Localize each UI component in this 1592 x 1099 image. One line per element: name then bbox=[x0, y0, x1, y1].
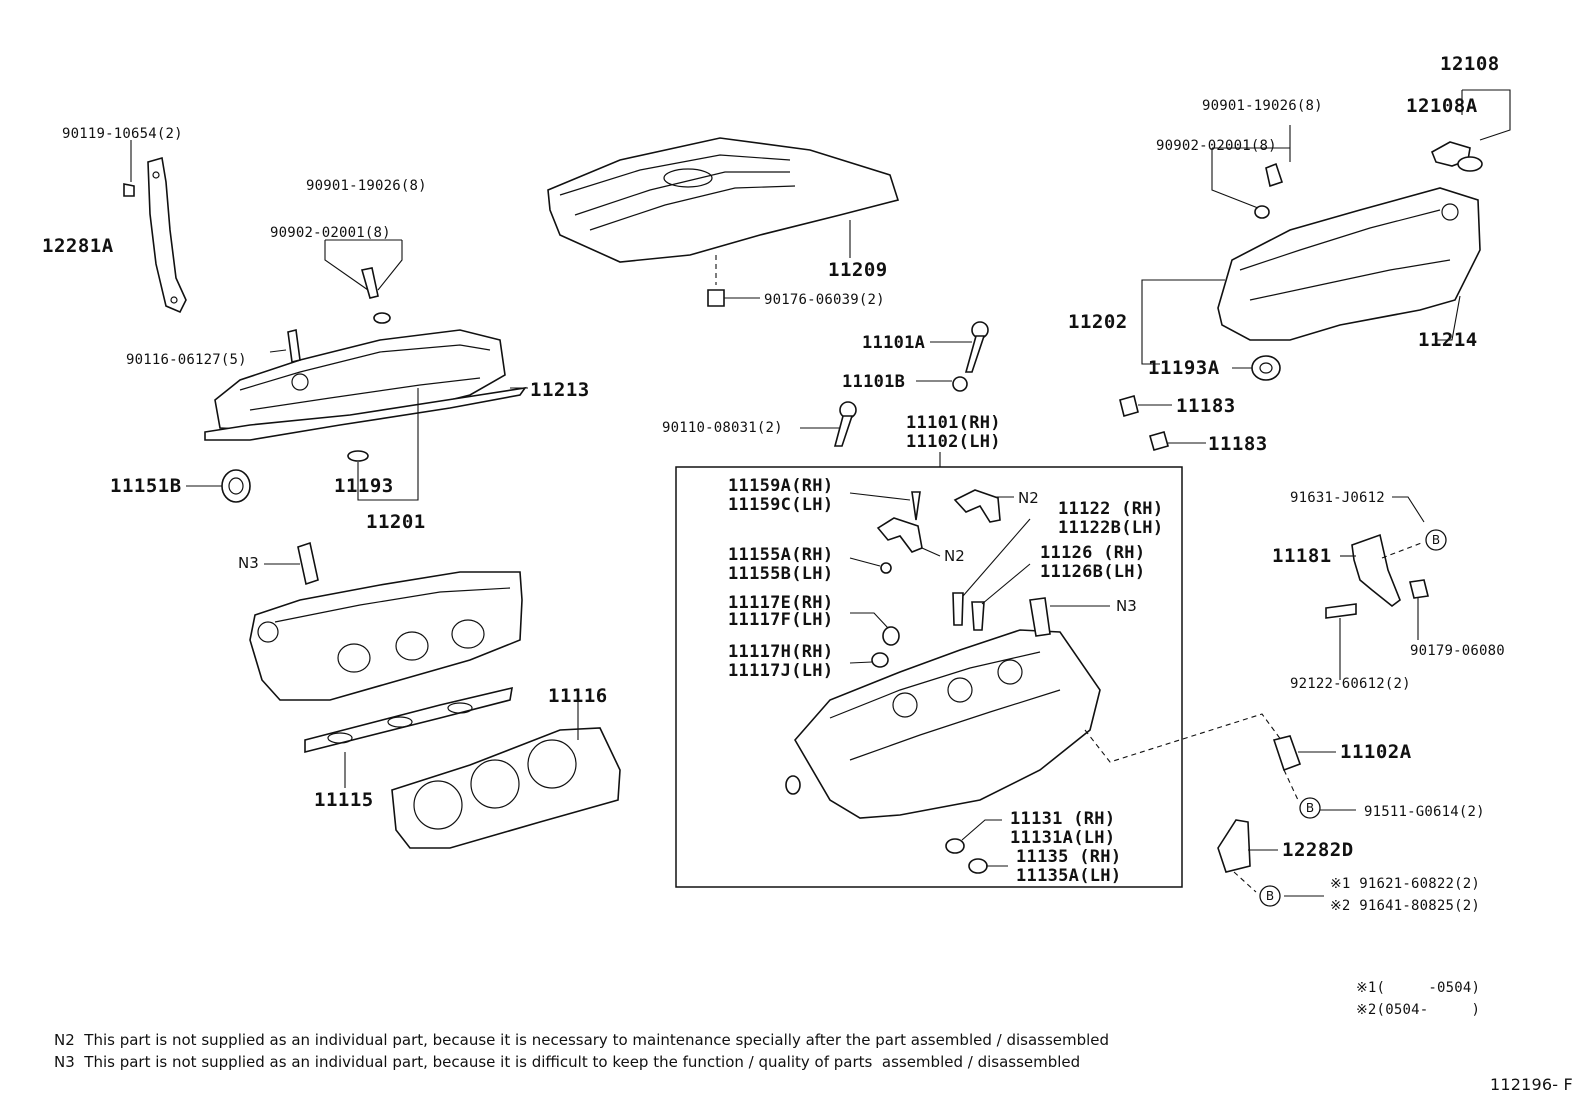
cylinder-head-rh bbox=[785, 629, 1291, 819]
label-91621-60822: ※1 91621-60822(2) bbox=[1330, 876, 1480, 892]
label-11209: 11209 bbox=[828, 259, 888, 281]
label-11126-rh: 11126 (RH) bbox=[1040, 543, 1146, 563]
label-11116: 11116 bbox=[548, 685, 608, 707]
bracket-12281a bbox=[123, 140, 187, 314]
label-12108: 12108 bbox=[1440, 53, 1500, 75]
label-90179-06080: 90179-06080 bbox=[1410, 643, 1505, 659]
label-11102a: 11102A bbox=[1340, 741, 1412, 763]
note-n3: N3 This part is not supplied as an indiv… bbox=[54, 1053, 1081, 1071]
label-11155b: 11155B(LH) bbox=[728, 564, 834, 584]
label-90902-02001-left: 90902-02001(8) bbox=[270, 225, 391, 241]
label-n3-mid: N3 bbox=[1116, 597, 1137, 615]
label-90119-10654: 90119-10654(2) bbox=[62, 126, 183, 142]
label-90110-08031: 90110-08031(2) bbox=[662, 420, 783, 436]
label-91511-g0614: 91511-G0614(2) bbox=[1364, 804, 1485, 820]
label-11213: 11213 bbox=[530, 379, 590, 401]
label-11193a: 11193A bbox=[1148, 357, 1220, 379]
label-11181: 11181 bbox=[1272, 545, 1332, 567]
label-11131a-lh: 11131A(LH) bbox=[1010, 828, 1116, 848]
engine-cover-11209 bbox=[547, 137, 900, 307]
label-11151b: 11151B bbox=[110, 475, 182, 497]
label-11135a-lh: 11135A(LH) bbox=[1016, 866, 1122, 886]
label-12108a: 12108A bbox=[1406, 95, 1478, 117]
mark-b-1 bbox=[1425, 529, 1447, 551]
mark-b-1-text: B bbox=[1432, 533, 1440, 547]
label-11122b-lh: 11122B(LH) bbox=[1058, 518, 1164, 538]
label-11201: 11201 bbox=[366, 511, 426, 533]
reference-marks: B B B bbox=[1259, 529, 1447, 907]
label-11126b-lh: 11126B(LH) bbox=[1040, 562, 1146, 582]
label-11202: 11202 bbox=[1068, 311, 1128, 333]
label-92122-60612: 92122-60612(2) bbox=[1290, 676, 1411, 692]
label-11155a: 11155A(RH) bbox=[728, 545, 834, 565]
label-period-1: ※1( -0504) bbox=[1356, 980, 1481, 996]
small-parts-box bbox=[849, 489, 1110, 874]
label-90902-02001-right: 90902-02001(8) bbox=[1156, 138, 1277, 154]
mark-b-2 bbox=[1299, 797, 1321, 819]
label-11122-rh: 11122 (RH) bbox=[1058, 499, 1164, 519]
label-11193: 11193 bbox=[334, 475, 394, 497]
label-11101-rh: 11101(RH) bbox=[906, 413, 1001, 433]
label-11214: 11214 bbox=[1418, 329, 1478, 351]
label-11135-rh: 11135 (RH) bbox=[1016, 847, 1122, 867]
cylinder-head-rh-box bbox=[675, 466, 1183, 888]
mark-b-2-text: B bbox=[1306, 801, 1314, 815]
mark-b-3 bbox=[1259, 885, 1281, 907]
label-11159a: 11159A(RH) bbox=[728, 476, 834, 496]
label-90116-06127: 90116-06127(5) bbox=[126, 352, 247, 368]
label-11117j: 11117J(LH) bbox=[728, 661, 834, 681]
label-11102-lh: 11102(LH) bbox=[906, 432, 1001, 452]
diagram-id: 112196- F bbox=[1490, 1075, 1573, 1094]
label-90901-19026-left: 90901-19026(8) bbox=[306, 178, 427, 194]
label-11117f: 11117F(LH) bbox=[728, 610, 834, 630]
mark-b-3-text: B bbox=[1266, 889, 1274, 903]
bolts-center bbox=[800, 321, 989, 447]
label-11183-a: 11183 bbox=[1176, 395, 1236, 417]
bracket-parts-rh bbox=[1217, 496, 1429, 897]
label-90901-19026-right: 90901-19026(8) bbox=[1202, 98, 1323, 114]
cylinder-head-lh bbox=[249, 541, 523, 788]
label-91641-80825: ※2 91641-80825(2) bbox=[1330, 898, 1480, 914]
label-11101a: 11101A bbox=[862, 333, 926, 353]
label-11115: 11115 bbox=[314, 789, 374, 811]
cylinder-head-cover-rh bbox=[1119, 89, 1511, 451]
note-n2: N2 This part is not supplied as an indiv… bbox=[54, 1031, 1110, 1049]
label-11117e: 11117E(RH) bbox=[728, 593, 834, 613]
label-n3-left: N3 bbox=[238, 554, 259, 572]
label-11117h: 11117H(RH) bbox=[728, 642, 834, 662]
label-11101b: 11101B bbox=[842, 372, 906, 392]
label-91631-j0612: 91631-J0612 bbox=[1290, 490, 1385, 506]
head-gasket-11116 bbox=[391, 700, 621, 849]
label-90176-06039: 90176-06039(2) bbox=[764, 292, 885, 308]
label-n2-mid: N2 bbox=[944, 547, 965, 565]
label-11131-rh: 11131 (RH) bbox=[1010, 809, 1116, 829]
label-11159c: 11159C(LH) bbox=[728, 495, 834, 515]
label-12281a: 12281A bbox=[42, 235, 114, 257]
label-n2-top: N2 bbox=[1018, 489, 1039, 507]
label-11183-b: 11183 bbox=[1208, 433, 1268, 455]
label-12282d: 12282D bbox=[1282, 839, 1354, 861]
label-period-2: ※2(0504- ) bbox=[1356, 1002, 1481, 1018]
cylinder-head-cover-lh bbox=[186, 239, 528, 503]
